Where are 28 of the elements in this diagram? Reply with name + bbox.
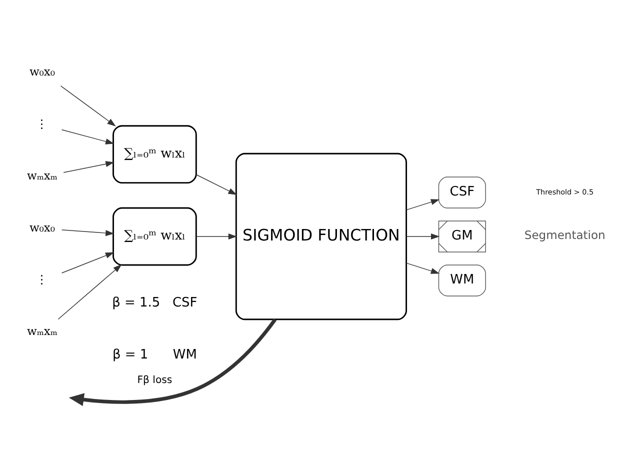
node-box: WM (438, 264, 486, 296)
arrow (196, 232, 238, 240)
node-box: ∑ₗ₌₀ᵐ wₗxₗ (112, 206, 197, 266)
node-box: CSF (438, 176, 486, 208)
arrow (68, 318, 277, 406)
node-box: SIGMOID FUNCTION (235, 152, 408, 320)
node-box: ∑ₗ₌₀ᵐ wₗxₗ (112, 124, 197, 184)
arrow (406, 198, 440, 210)
arrow (63, 160, 114, 172)
arrow (61, 128, 114, 144)
label: Threshold > 0.5 (536, 186, 594, 196)
node-text: ⋮ (36, 272, 48, 286)
node-text: wₘxₘ (27, 168, 58, 182)
arrow (61, 252, 114, 273)
arrow (406, 262, 440, 274)
node-text: wₘxₘ (27, 324, 58, 338)
label: β = 1.5 CSF (112, 295, 198, 310)
node-text: w₀x₀ (29, 220, 56, 234)
arrow (406, 232, 440, 240)
label: β = 1 WM (112, 347, 197, 362)
node-text: ⋮ (36, 116, 48, 130)
arrow (58, 264, 122, 320)
arrow (196, 174, 237, 194)
edge-label: Fβ loss (137, 374, 172, 386)
arrow (60, 85, 116, 126)
arrow (61, 229, 114, 236)
label: Segmentation (524, 228, 606, 242)
node-text: w₀x₀ (29, 64, 56, 78)
